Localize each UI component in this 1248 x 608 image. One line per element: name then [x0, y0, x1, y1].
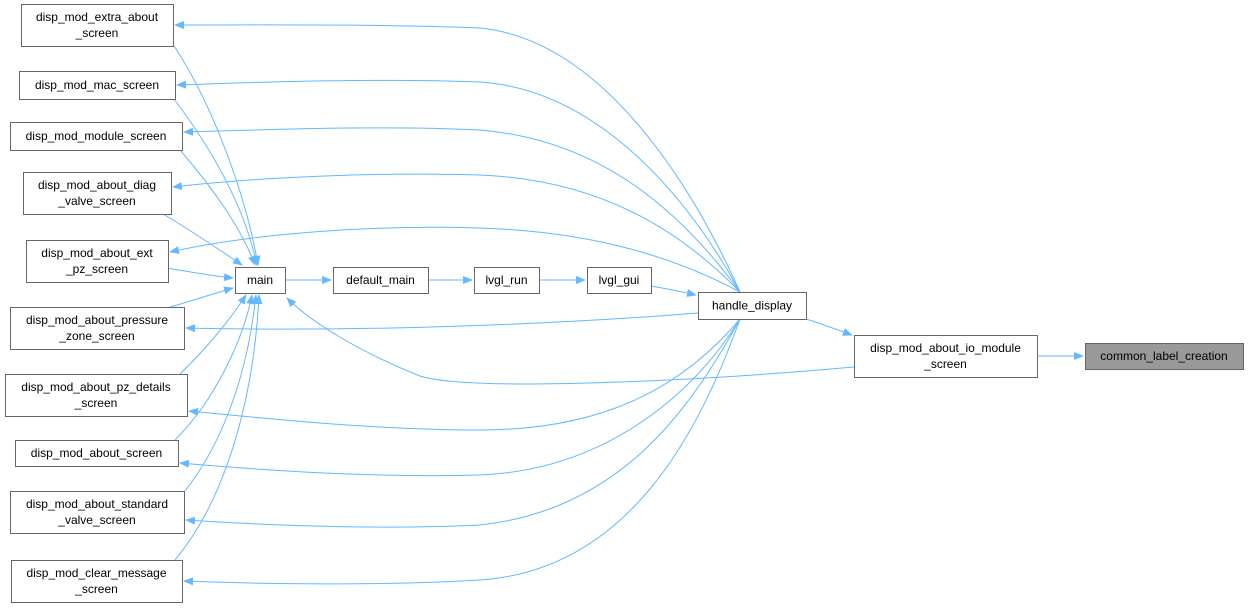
node-box — [23, 172, 172, 215]
node-standard[interactable]: disp_mod_about_standard _valve_screen — [10, 491, 185, 534]
edge-handle-display-to-ext — [169, 226, 741, 293]
node-label: disp_mod_about_standard — [26, 497, 168, 511]
edge-about-to-main — [174, 294, 255, 441]
node-module[interactable]: disp_mod_module_screen — [10, 122, 183, 151]
node-label: disp_mod_clear_message — [26, 566, 166, 580]
node-ext[interactable]: disp_mod_about_ext _pz_screen — [26, 240, 169, 283]
node-label: disp_mod_about_pressure — [26, 313, 168, 327]
node-pressure[interactable]: disp_mod_about_pressure _zone_screen — [10, 307, 185, 350]
edge-module-to-main — [179, 149, 256, 266]
edge-handle-display-to-standard — [185, 318, 741, 528]
node-label: disp_mod_extra_about — [36, 10, 159, 24]
edge-handle-display-to-clear — [183, 318, 741, 586]
edge-lvgl-gui-to-handle-display — [650, 285, 697, 297]
edge-handle-display-to-extra-about — [174, 20, 741, 293]
edge-ext-to-main — [166, 267, 234, 282]
edges-layer — [162, 20, 1084, 586]
node-common[interactable]: common_label_creation — [1085, 343, 1244, 370]
node-default-main[interactable]: default_main — [333, 267, 429, 294]
node-mac[interactable]: disp_mod_mac_screen — [19, 71, 176, 100]
node-box — [474, 267, 540, 294]
node-label: common_label_creation — [1100, 349, 1227, 363]
node-about[interactable]: disp_mod_about_screen — [15, 440, 179, 467]
node-box — [10, 122, 183, 151]
node-label: disp_mod_module_screen — [26, 129, 167, 143]
edge-clear-to-main — [174, 294, 263, 561]
node-label: _screen — [923, 357, 967, 371]
node-box — [19, 71, 176, 100]
node-pz-details[interactable]: disp_mod_about_pz_details _screen — [5, 374, 188, 417]
edge-diag-to-main — [162, 213, 243, 266]
nodes-layer: disp_mod_extra_about _screen disp_mod_mac_… — [5, 4, 1244, 603]
node-box — [587, 267, 652, 294]
edge-handle-display-to-about — [179, 318, 741, 477]
edge-io-module-to-main — [286, 297, 855, 385]
node-box — [698, 292, 807, 320]
node-label: _screen — [74, 396, 118, 410]
node-label: _valve_screen — [57, 194, 135, 208]
node-box — [15, 440, 179, 467]
edge-handle-display-to-module — [183, 127, 741, 293]
node-label: disp_mod_about_screen — [31, 446, 162, 460]
node-label: _screen — [74, 582, 118, 596]
node-lvgl-run[interactable]: lvgl_run — [474, 267, 540, 294]
node-main[interactable]: main — [235, 267, 286, 294]
node-label: lvgl_gui — [599, 273, 640, 287]
node-label: handle_display — [712, 299, 792, 313]
node-label: _screen — [75, 26, 119, 40]
node-label: _zone_screen — [58, 329, 134, 343]
node-label: disp_mod_about_pz_details — [21, 380, 170, 394]
node-label: disp_mod_mac_screen — [35, 78, 159, 92]
node-label: disp_mod_about_ext — [41, 246, 153, 260]
node-label: _pz_screen — [65, 262, 128, 276]
node-label: lvgl_run — [485, 273, 527, 287]
node-lvgl-gui[interactable]: lvgl_gui — [587, 267, 652, 294]
node-box — [21, 4, 174, 47]
node-box — [333, 267, 429, 294]
node-box — [11, 560, 183, 603]
edge-handle-display-to-pressure — [185, 312, 699, 333]
edge-handle-display-to-pz-details — [188, 318, 741, 431]
node-io-module[interactable]: disp_mod_about_io_module _screen — [854, 335, 1038, 378]
node-box — [10, 307, 185, 350]
edge-handle-display-to-mac — [176, 79, 741, 293]
edge-handle-display-to-diag — [172, 173, 741, 293]
node-clear[interactable]: disp_mod_clear_message _screen — [11, 560, 183, 603]
node-box — [235, 267, 286, 294]
edge-handle-display-to-io-module — [805, 318, 853, 336]
node-label: disp_mod_about_diag — [38, 178, 156, 192]
node-box — [5, 374, 188, 417]
node-handle-display[interactable]: handle_display — [698, 292, 807, 320]
node-label: main — [247, 273, 273, 287]
node-label: disp_mod_about_io_module — [870, 341, 1021, 355]
node-label: default_main — [346, 273, 415, 287]
node-label: _valve_screen — [57, 513, 135, 527]
node-box — [854, 335, 1038, 378]
edge-extra-about-to-main — [173, 45, 261, 266]
node-diag[interactable]: disp_mod_about_diag _valve_screen — [23, 172, 172, 215]
node-box — [1085, 343, 1244, 370]
edge-standard-to-main — [184, 294, 260, 492]
edge-pz-details-to-main — [179, 294, 247, 375]
node-box — [10, 491, 185, 534]
node-extra-about[interactable]: disp_mod_extra_about _screen — [21, 4, 174, 47]
edge-pressure-to-main — [169, 286, 234, 308]
node-box — [26, 240, 169, 283]
edge-mac-to-main — [173, 98, 260, 266]
